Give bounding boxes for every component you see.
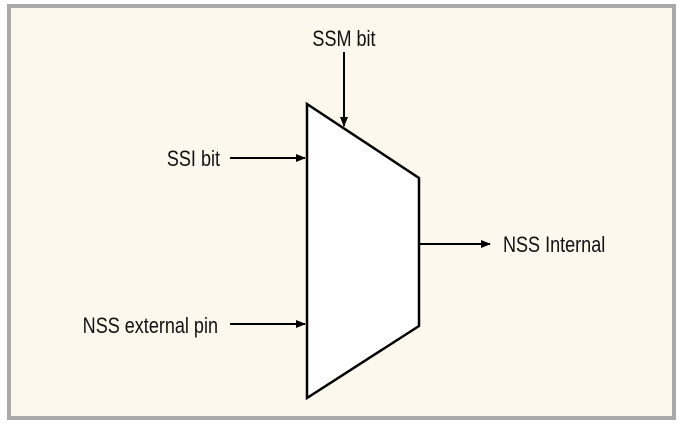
ssm-bit-label: SSM bit xyxy=(312,27,376,51)
nss-internal-label: NSS Internal xyxy=(503,233,605,257)
multiplexer-shape xyxy=(305,101,421,401)
ssi-bit-label: SSI bit xyxy=(167,147,220,171)
nss-external-pin-label: NSS external pin xyxy=(83,314,218,338)
